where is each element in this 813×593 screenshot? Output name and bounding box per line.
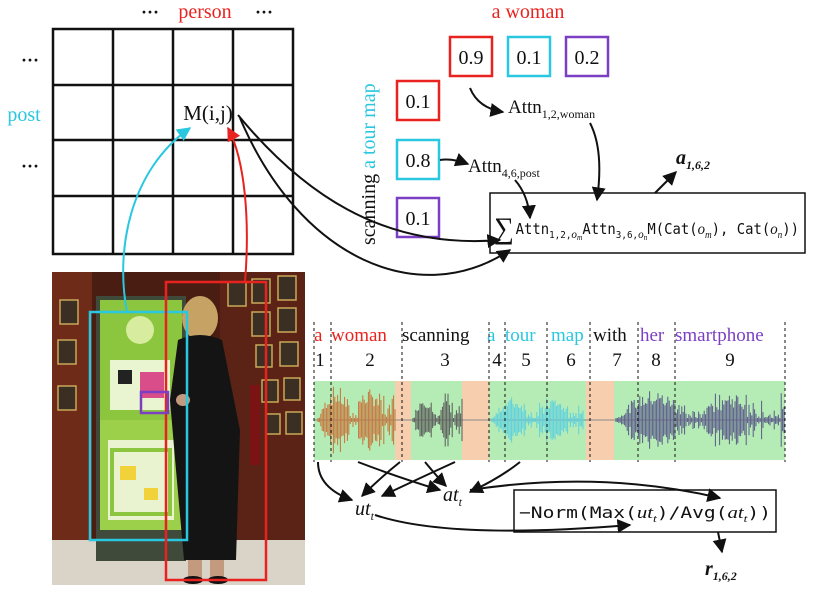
grid-row-dots-bottom: ··· [21,156,39,176]
phrase-a-woman: a woman [492,1,565,23]
grid-top-dots-left: ··· [141,2,159,22]
grid-person-label: person [178,1,231,23]
arrow-attn-post-to-formula [514,179,536,220]
score-value: 0.1 [406,208,431,230]
arrow-attn-woman-to-formula [589,122,606,202]
word-index: 2 [365,350,375,371]
arrow-formula-to-output [654,171,677,194]
waveform-band [491,397,584,443]
sentence-word: tour [505,325,536,346]
arrow-cell-to-formula [237,114,502,249]
waveform-band [317,386,396,454]
word-index: 6 [566,350,576,371]
word-index: 4 [492,350,502,371]
word-index: 1 [315,350,325,371]
word-index: 8 [651,350,661,371]
vertical-caption: scanning a tour map [358,83,380,245]
grid-post-label: post [7,104,41,126]
photo [52,272,305,585]
grid-top-dots-right: ··· [255,2,273,22]
phone-bounding-box [139,390,170,415]
sentence-word: a [487,325,496,346]
word-index: 5 [521,350,531,371]
word-boundaries [313,322,786,462]
score-box [395,196,441,239]
grid-matrix [51,27,295,256]
post-bounding-box [88,310,189,542]
audio-waveform [314,381,785,460]
grid-cell-label: M(i,j) [183,101,233,125]
sentence-word: a [314,325,323,346]
sentence-word: her [640,325,665,346]
arrow-person-to-grid [227,126,248,283]
word-index: 7 [612,350,622,371]
output-a-label: a1,6,2 [676,147,710,172]
person-bounding-box [164,280,268,582]
waveform-band [412,393,463,447]
arrow-score-to-attn-post [439,153,470,167]
score-box [395,79,441,122]
score-box [564,35,610,78]
sentence-word: with [593,325,627,346]
score-value: 0.1 [517,47,542,69]
score-value: 0.1 [406,91,431,113]
grid-row-dots-top: ··· [21,50,39,70]
score-box [395,138,441,181]
score-value: 0.8 [406,150,431,172]
tour-kiosk [96,296,186,561]
score-box [506,35,552,78]
waveform-band [615,391,785,449]
arrow-post-to-grid [122,127,192,313]
sentence-word: smartphone [675,325,764,346]
sentence-word: woman [331,325,387,346]
post-score-boxes: 0.1 0.8 0.1 [395,79,441,239]
attn-post-label: Attn4,6,post [468,156,540,180]
formula-box-top [489,192,806,254]
score-box [448,35,494,78]
bottom-arrows [317,461,727,554]
formula-top: ∑Attn1,2,omAttn3,6,onM(Cat(om), Cat(on)) [494,212,799,245]
woman-score-boxes: 0.9 0.1 0.2 [448,35,610,78]
arrow-score-to-attn-woman [469,87,505,117]
caption-word-scanning: scanning [358,174,380,245]
caption-tour-map: a tour map [358,83,380,169]
word-index: 3 [440,350,450,371]
output-r-label: r1,6,2 [705,558,737,583]
ut-node: utt [355,498,375,523]
word-index: 9 [725,350,735,371]
attn-woman-label: Attn1,2,woman [508,97,595,121]
score-value: 0.9 [459,47,484,69]
at-node: att [443,484,463,509]
sentence-word: scanning [402,325,470,346]
formula-box-bottom [513,489,777,533]
sentence-word: map [551,325,584,346]
score-value: 0.2 [575,47,600,69]
arrow-grid-to-formula [239,117,512,276]
